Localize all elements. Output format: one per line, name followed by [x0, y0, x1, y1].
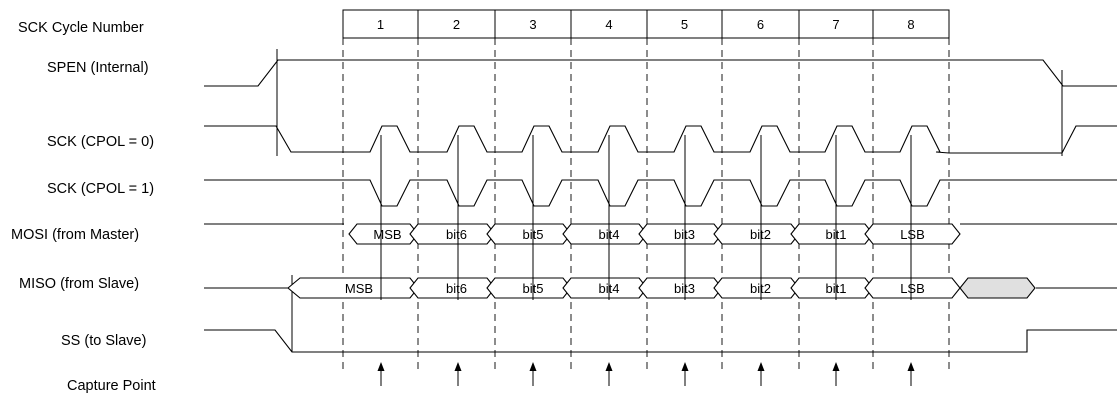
miso-waveform: MSBbit6bit5bit4bit3bit2bit1LSB: [204, 275, 1117, 352]
mosi-bit-label: LSB: [900, 227, 925, 242]
cycle-box: [872, 9, 950, 39]
capture-arrow-icon: [681, 362, 689, 371]
label-ss: SS (to Slave): [61, 333, 146, 349]
label-mosi: MOSI (from Master): [11, 227, 139, 243]
cycle-number: 3: [529, 17, 536, 32]
cycle-number: 5: [681, 17, 688, 32]
cycle-box: [646, 9, 723, 39]
capture-arrow-icon: [454, 362, 462, 371]
cycle-number: 2: [453, 17, 460, 32]
mosi-waveform: MSBbit6bit5bit4bit3bit2bit1LSB: [204, 223, 1117, 245]
label-miso: MISO (from Slave): [19, 276, 139, 292]
capture-arrow-icon: [757, 362, 765, 371]
miso-bit-label: MSB: [345, 281, 373, 296]
label-sck-cycle-number: SCK Cycle Number: [18, 20, 144, 36]
mosi-bit-label: bit6: [446, 227, 467, 242]
sck-cpol1-waveform: [204, 179, 1117, 207]
cycle-number: 1: [377, 17, 384, 32]
cycle-number-boxes: 1 2 3 4 5 6 7 8: [342, 9, 950, 39]
miso-bit-label: LSB: [900, 281, 925, 296]
sck-cpol0-waveform: [204, 125, 1117, 154]
capture-arrow-icon: [377, 362, 385, 371]
mosi-bit-label: MSB: [373, 227, 401, 242]
spen-waveform: [204, 59, 1117, 87]
cycle-box: [342, 9, 419, 39]
miso-hold-cell: [959, 277, 1036, 299]
capture-arrow-icon: [605, 362, 613, 371]
capture-arrow-icon: [529, 362, 537, 371]
cycle-number: 8: [907, 17, 914, 32]
label-capture-point: Capture Point: [67, 378, 156, 394]
cycle-box: [798, 9, 874, 39]
cycle-number: 4: [605, 17, 612, 32]
cycle-number: 6: [757, 17, 764, 32]
label-spen: SPEN (Internal): [47, 60, 149, 76]
cycle-box: [721, 9, 800, 39]
cycle-number: 7: [832, 17, 839, 32]
label-sck-cpol1: SCK (CPOL = 1): [47, 181, 154, 197]
ss-waveform: [204, 329, 1117, 353]
label-sck-cpol0: SCK (CPOL = 0): [47, 134, 154, 150]
cycle-box: [494, 9, 572, 39]
cycle-boundary-lines: [342, 38, 950, 370]
miso-bit-label: bit6: [446, 281, 467, 296]
capture-arrow-icon: [907, 362, 915, 371]
capture-arrow-icon: [832, 362, 840, 371]
mosi-bit-cell: [864, 223, 961, 245]
cycle-box: [417, 9, 496, 39]
capture-points: [377, 135, 915, 386]
